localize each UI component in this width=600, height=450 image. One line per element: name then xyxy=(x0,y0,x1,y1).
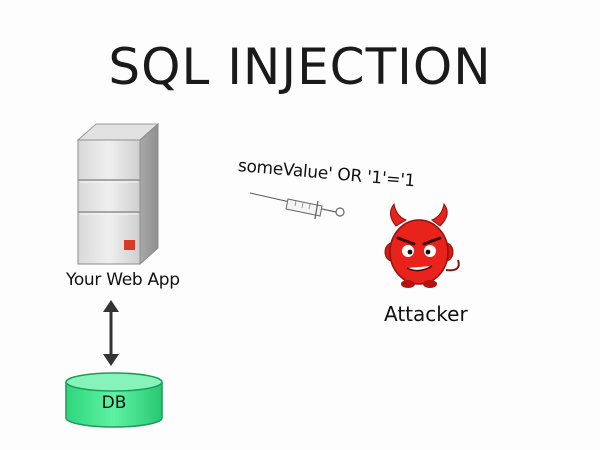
server-label: Your Web App xyxy=(66,270,180,290)
database-label: DB xyxy=(101,393,127,413)
syringe-icon xyxy=(249,192,345,220)
server-icon xyxy=(76,122,160,266)
double-arrow-icon xyxy=(103,300,119,366)
server-indicator-light xyxy=(124,240,135,250)
devil-icon xyxy=(384,202,460,288)
diagram-title: SQL INJECTION xyxy=(108,38,492,96)
database-icon xyxy=(65,372,163,428)
attacker-label: Attacker xyxy=(384,302,468,326)
